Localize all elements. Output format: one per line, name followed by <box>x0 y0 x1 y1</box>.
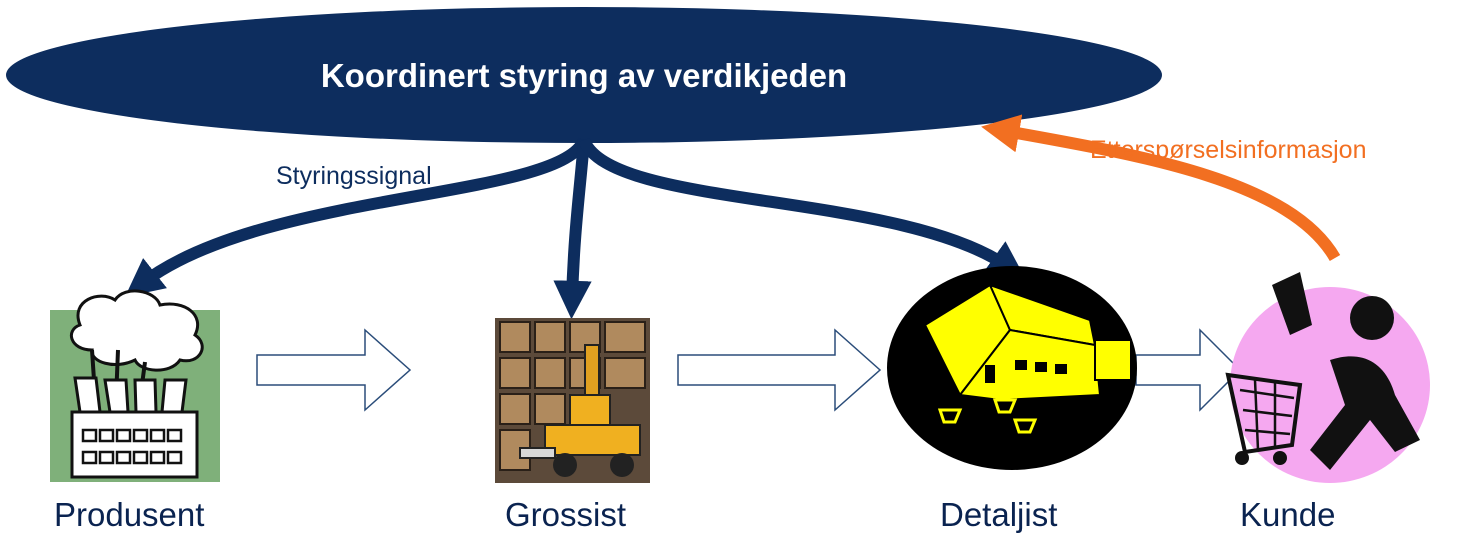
node-label-retailer: Detaljist <box>940 496 1058 533</box>
factory-icon <box>50 289 220 482</box>
store-icon <box>887 266 1137 470</box>
flow-arrow-retailer-customer <box>1135 328 1242 412</box>
shopper-icon <box>1225 272 1430 483</box>
title-text: Koordinert styring av verdikjeden <box>321 57 847 94</box>
control-arrow-retailer <box>578 137 1026 280</box>
control-signal-label: Styringssignal <box>276 162 432 190</box>
title-ellipse <box>6 7 1162 143</box>
demand-info-label: Etterspørselsinformasjon <box>1090 136 1367 164</box>
control-arrow-wholesaler <box>553 139 592 320</box>
flow-arrow-producer-wholesaler <box>256 328 412 412</box>
warehouse-forklift-icon <box>495 318 650 483</box>
node-label-customer: Kunde <box>1240 496 1336 533</box>
node-label-producer: Produsent <box>54 496 205 533</box>
flow-arrow-wholesaler-retailer <box>677 328 882 412</box>
demand-info-arrow <box>981 114 1341 262</box>
node-label-wholesaler: Grossist <box>505 496 627 533</box>
control-arrow-producer <box>124 136 590 297</box>
